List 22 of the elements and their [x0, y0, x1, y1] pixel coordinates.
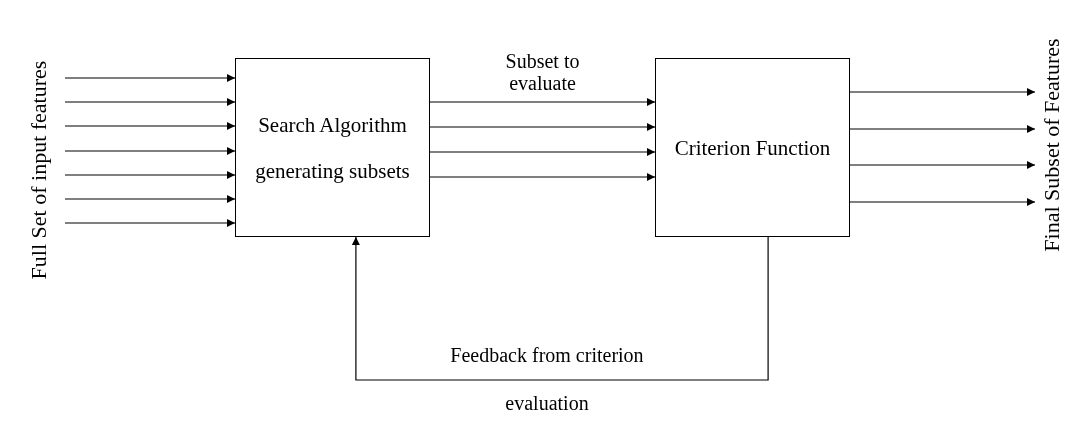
arrow — [64, 122, 236, 130]
arrow — [64, 147, 236, 155]
arrow — [351, 236, 769, 381]
arrow — [849, 125, 1036, 133]
arrow — [849, 198, 1036, 206]
arrow — [64, 74, 236, 82]
edge-label: Feedback from criterion evaluation — [449, 343, 645, 416]
arrow — [429, 98, 656, 106]
arrow — [64, 219, 236, 227]
arrow — [429, 123, 656, 131]
arrow — [64, 171, 236, 179]
arrow — [849, 161, 1036, 169]
rotated-label: Full Set of input features — [12, 55, 65, 285]
arrow — [64, 98, 236, 106]
arrow — [429, 173, 656, 181]
process-box: Search Algorithm generating subsets — [235, 58, 430, 237]
edge-label: Subset to evaluate — [504, 50, 581, 94]
rotated-label: Final Subset of Features — [1035, 0, 1068, 290]
process-box: Criterion Function — [655, 58, 850, 237]
arrow — [429, 148, 656, 156]
arrow — [64, 195, 236, 203]
arrow — [849, 88, 1036, 96]
